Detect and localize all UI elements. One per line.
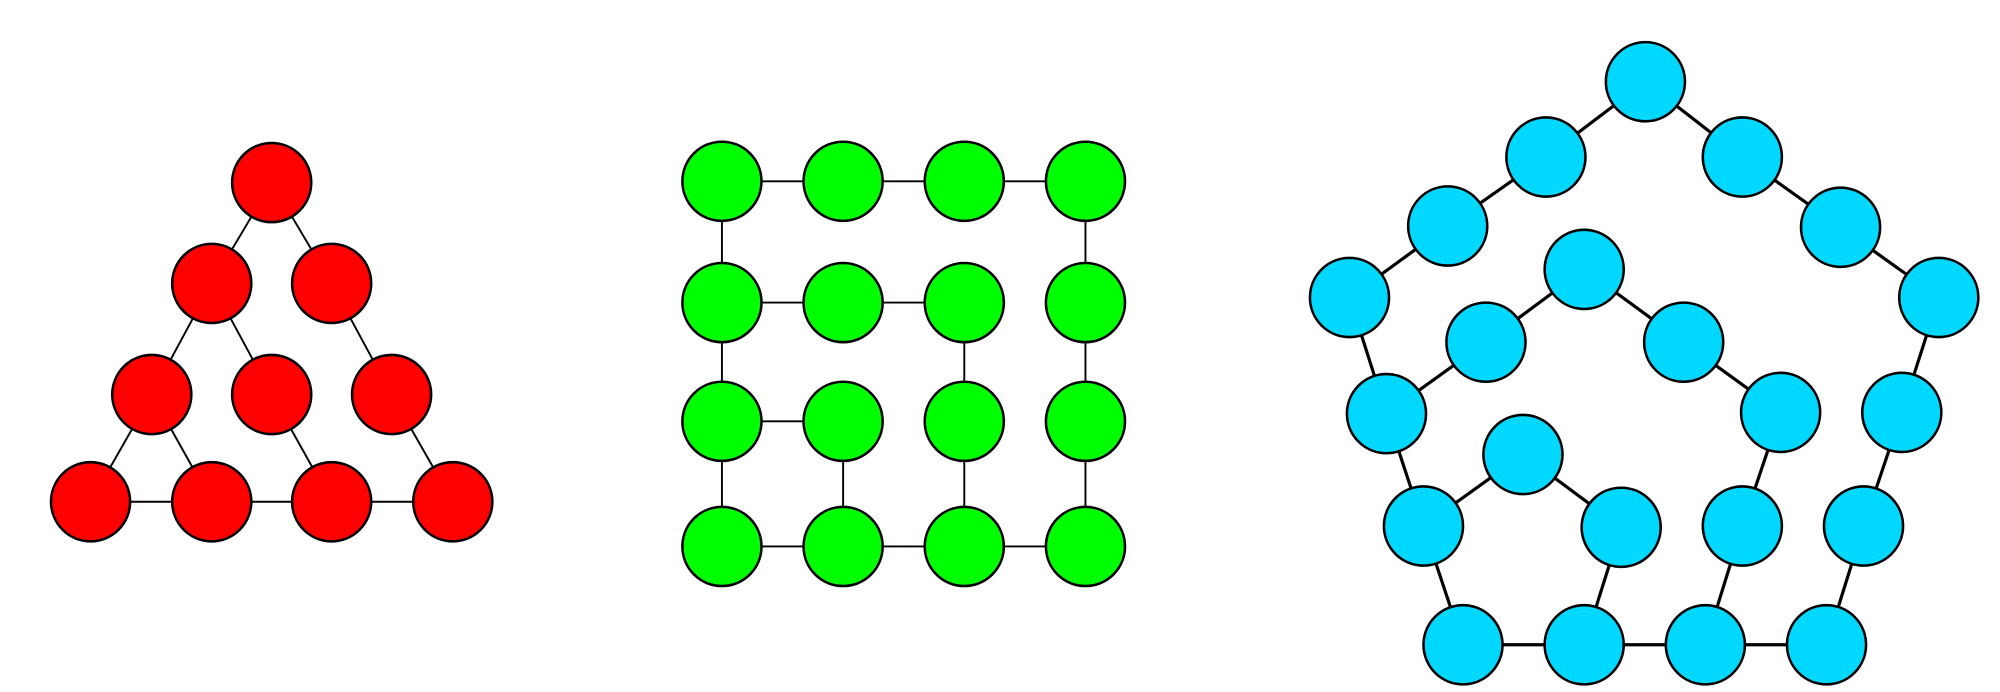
- triangle-graph: [49, 141, 494, 543]
- node-J: [1642, 301, 1725, 384]
- node-g22: [923, 380, 1006, 463]
- node-g03: [1044, 140, 1127, 223]
- node-E: [1799, 186, 1882, 269]
- node-C: [1701, 116, 1784, 198]
- node-g20: [681, 380, 763, 463]
- node-t8: [290, 460, 373, 543]
- node-t2: [290, 242, 373, 325]
- node-g11: [802, 261, 884, 344]
- node-g13: [1044, 261, 1127, 344]
- node-g21: [802, 380, 884, 463]
- node-I: [1445, 301, 1527, 384]
- node-g12: [923, 261, 1006, 344]
- node-g02: [923, 140, 1006, 223]
- node-M: [1860, 371, 1943, 454]
- node-t0: [230, 141, 313, 224]
- node-g31: [802, 505, 884, 588]
- node-g33: [1044, 505, 1127, 588]
- node-g00: [681, 140, 763, 223]
- node-R: [1822, 485, 1905, 567]
- node-g32: [923, 505, 1006, 588]
- node-B: [1505, 116, 1587, 198]
- node-P: [1580, 486, 1662, 569]
- node-g10: [681, 261, 763, 344]
- node-g23: [1044, 380, 1127, 463]
- node-t9: [411, 460, 494, 543]
- node-L: [1739, 371, 1822, 454]
- node-t4: [230, 353, 313, 436]
- node-N: [1482, 413, 1564, 496]
- node-D: [1406, 185, 1489, 267]
- node-O: [1382, 485, 1465, 567]
- node-G: [1897, 256, 1980, 339]
- node-K: [1345, 372, 1428, 455]
- node-g30: [681, 505, 763, 588]
- node-V: [1785, 603, 1868, 686]
- node-F: [1308, 256, 1391, 339]
- pentagon-graph: [1308, 40, 1980, 686]
- node-t6: [49, 460, 132, 543]
- node-t3: [110, 353, 193, 436]
- node-H: [1543, 228, 1625, 311]
- node-g01: [802, 140, 884, 223]
- grid-graph: [681, 140, 1127, 588]
- node-t5: [350, 353, 433, 436]
- node-Q: [1701, 485, 1784, 567]
- node-S: [1422, 603, 1504, 686]
- node-T: [1543, 603, 1625, 686]
- node-A: [1604, 40, 1687, 123]
- node-U: [1664, 603, 1747, 686]
- node-t1: [170, 242, 253, 325]
- node-t7: [170, 460, 253, 543]
